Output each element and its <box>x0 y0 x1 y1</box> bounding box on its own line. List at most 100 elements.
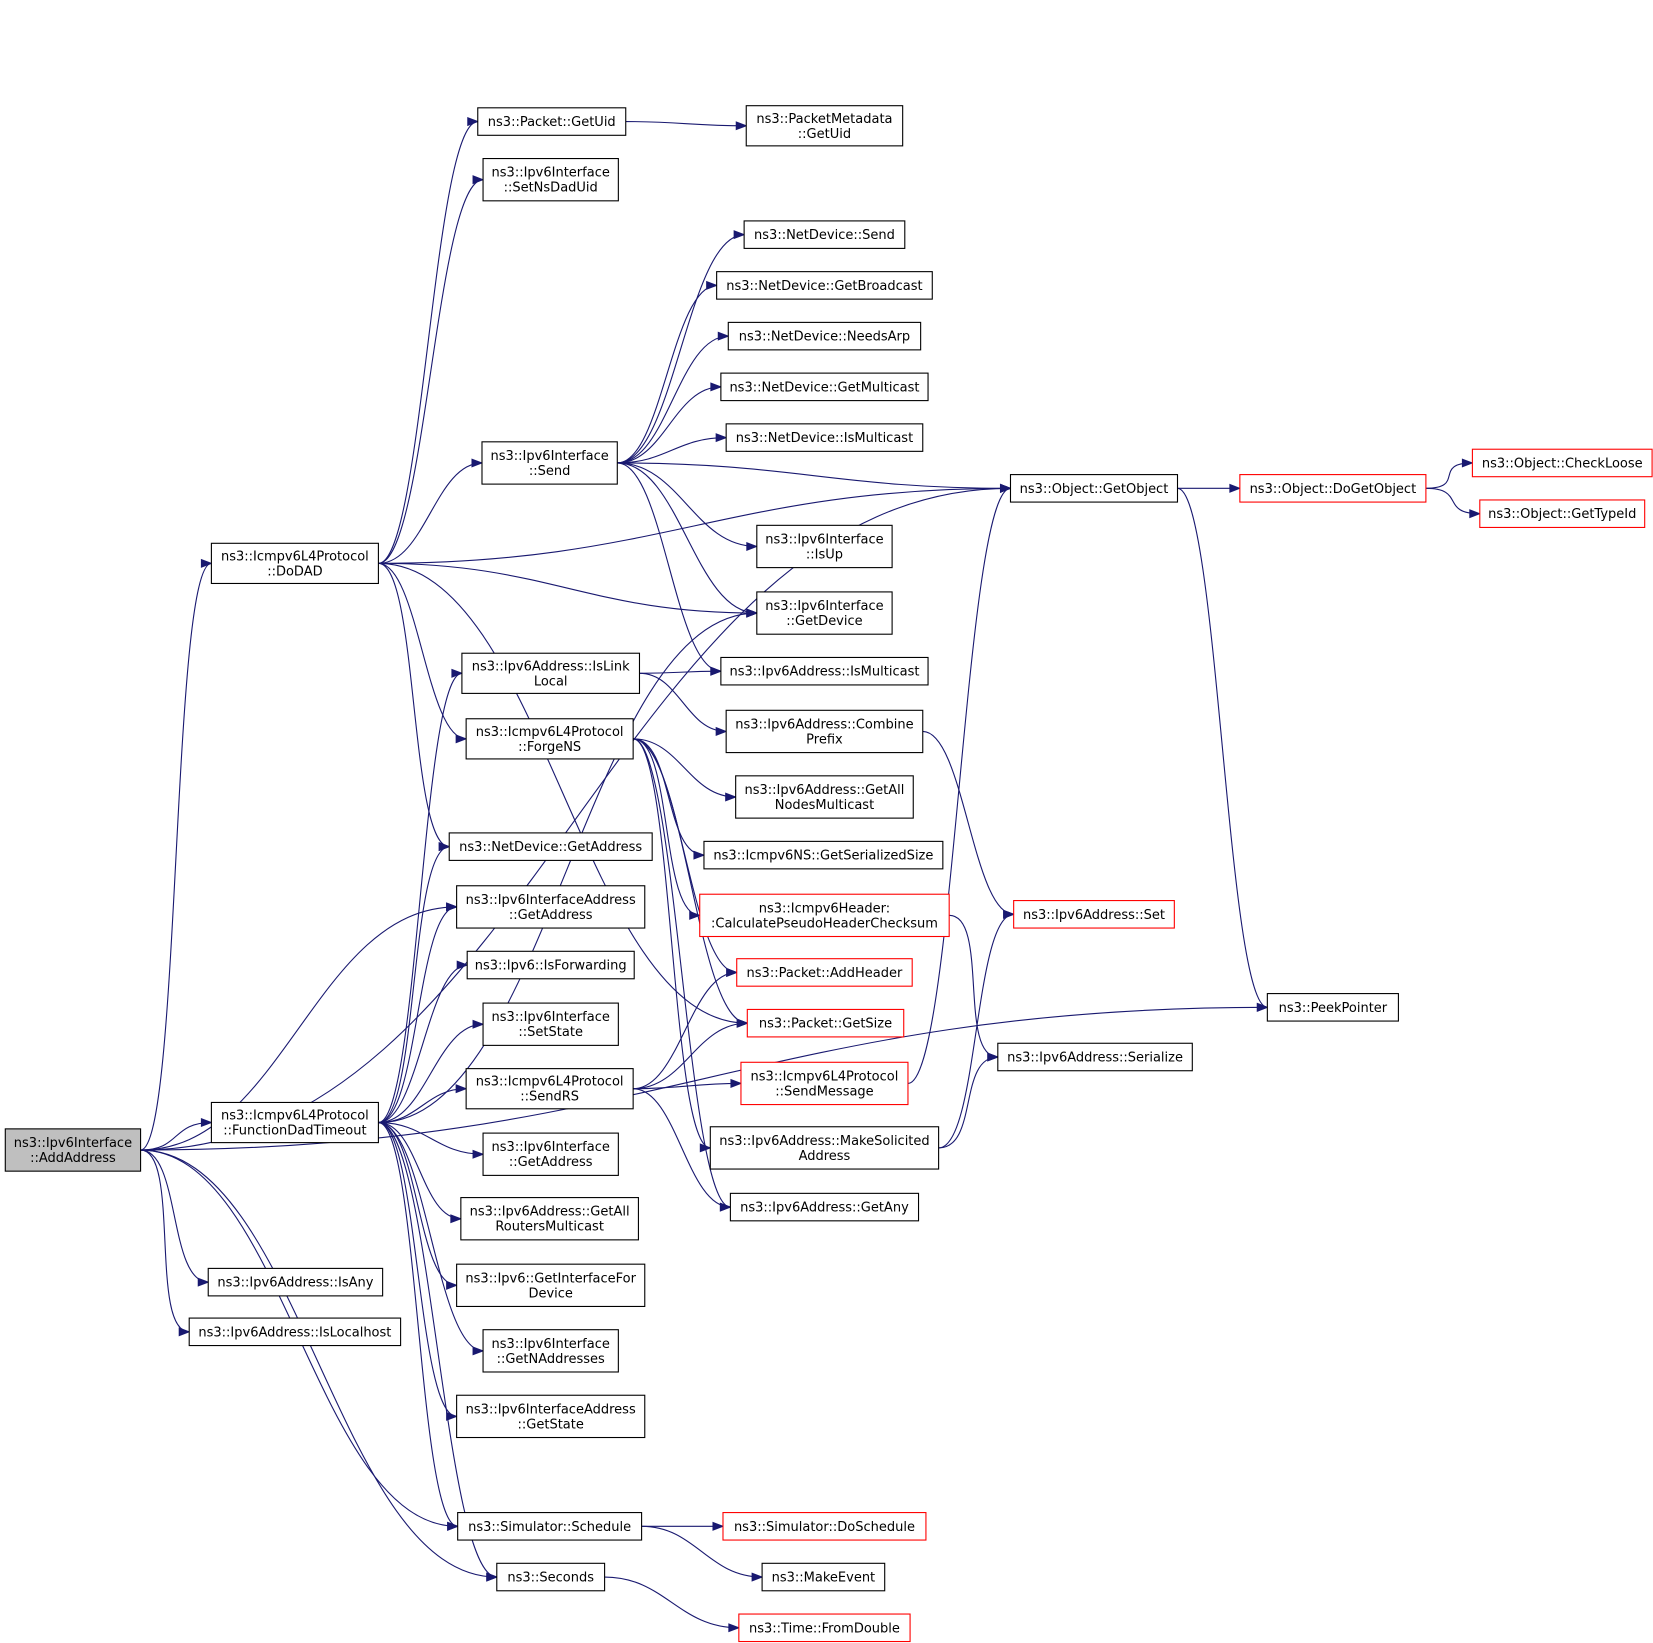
call-edge <box>378 121 478 564</box>
arrowhead <box>1256 1002 1269 1012</box>
node-ifgetaddress[interactable]: ns3::Ipv6Interface::GetAddress <box>482 1132 619 1176</box>
node-label: ns3::Ipv6Interface <box>765 532 883 547</box>
arrowhead <box>1229 483 1242 493</box>
node-addrismulticast[interactable]: ns3::Ipv6Address::IsMulticast <box>720 656 929 686</box>
node-box <box>997 1042 1193 1072</box>
node-getnaddresses[interactable]: ns3::Ipv6Interface::GetNAddresses <box>482 1329 619 1373</box>
node-addaddress[interactable]: ns3::Ipv6Interface::AddAddress <box>4 1128 142 1172</box>
node-dogetobject[interactable]: ns3::Object::DoGetObject <box>1239 474 1427 503</box>
node-addrset[interactable]: ns3::Ipv6Address::Set <box>1013 900 1175 929</box>
node-label: ns3::Ipv6::GetInterfaceFor <box>465 1271 636 1286</box>
node-ifaddrgetaddress[interactable]: ns3::Ipv6InterfaceAddress::GetAddress <box>456 885 646 929</box>
node-funcdad[interactable]: ns3::Icmpv6L4Protocol::FunctionDadTimeou… <box>210 1101 379 1144</box>
node-label: ns3::Icmpv6L4Protocol <box>751 1069 899 1084</box>
node-box <box>720 656 929 686</box>
call-edge <box>617 335 729 464</box>
node-label: ns3::Icmpv6L4Protocol <box>221 1109 369 1124</box>
node-pseudochecksum[interactable]: ns3::Icmpv6Header::CalculatePseudoHeader… <box>699 893 950 938</box>
node-getany[interactable]: ns3::Ipv6Address::GetAny <box>729 1192 920 1222</box>
node-getobject[interactable]: ns3::Object::GetObject <box>1009 474 1179 503</box>
node-pktgetsize[interactable]: ns3::Packet::GetSize <box>746 1008 905 1038</box>
node-box <box>477 107 627 136</box>
node-label: ns3::Ipv6Address::GetAll <box>470 1205 630 1220</box>
node-makeevent[interactable]: ns3::MakeEvent <box>761 1562 886 1592</box>
call-edge <box>633 738 711 1149</box>
node-ndsend[interactable]: ns3::NetDevice::Send <box>743 220 906 249</box>
node-peekpointer[interactable]: ns3::PeekPointer <box>1266 993 1399 1022</box>
call-edge <box>617 234 745 464</box>
node-label: ::SetNsDadUid <box>504 181 598 196</box>
node-label: ns3::PeekPointer <box>1279 1001 1388 1016</box>
call-edge <box>378 179 484 564</box>
node-checkloose[interactable]: ns3::Object::CheckLoose <box>1471 448 1653 478</box>
node-label: Prefix <box>806 732 843 747</box>
node-addheader[interactable]: ns3::Packet::AddHeader <box>736 958 913 987</box>
node-getdevice[interactable]: ns3::Ipv6Interface::GetDevice <box>756 591 893 635</box>
node-needsarp[interactable]: ns3::NetDevice::NeedsArp <box>727 321 922 351</box>
node-isany[interactable]: ns3::Ipv6Address::IsAny <box>207 1267 384 1297</box>
node-islocalhost[interactable]: ns3::Ipv6Address::IsLocalhost <box>188 1317 402 1347</box>
node-getstate[interactable]: ns3::Ipv6InterfaceAddress::GetState <box>456 1394 646 1439</box>
call-edge <box>633 738 731 1208</box>
node-nsserialsize[interactable]: ns3::Icmpv6NS::GetSerializedSize <box>703 840 944 870</box>
arrowhead <box>472 1346 485 1356</box>
node-ndgetaddress[interactable]: ns3::NetDevice::GetAddress <box>448 832 653 861</box>
node-dodad[interactable]: ns3::Icmpv6L4Protocol::DoDAD <box>210 542 379 585</box>
call-edge <box>617 462 757 614</box>
node-box <box>1013 900 1175 929</box>
call-edge <box>617 462 1011 489</box>
node-box <box>482 1132 619 1176</box>
node-getuid[interactable]: ns3::Packet::GetUid <box>477 107 627 136</box>
call-edge <box>1425 462 1473 489</box>
node-box <box>735 775 914 819</box>
call-edge <box>938 1056 998 1149</box>
arrowhead <box>726 967 739 977</box>
node-box <box>703 840 944 870</box>
arrowhead <box>472 175 485 185</box>
node-box <box>738 1613 911 1643</box>
node-seconds[interactable]: ns3::Seconds <box>496 1562 606 1592</box>
node-gettypeid[interactable]: ns3::Object::GetTypeId <box>1479 499 1646 528</box>
arrowhead <box>438 842 451 852</box>
call-edge <box>140 562 212 1151</box>
node-forgens[interactable]: ns3::Icmpv6L4Protocol::ForgeNS <box>465 718 634 760</box>
node-box <box>210 1101 379 1144</box>
node-box <box>756 524 893 569</box>
node-ndismulticast[interactable]: ns3::NetDevice::IsMulticast <box>725 423 924 452</box>
node-label: ns3::NetDevice::GetBroadcast <box>726 279 922 294</box>
node-pmgetuid[interactable]: ns3::PacketMetadata::GetUid <box>745 105 904 147</box>
node-schedule[interactable]: ns3::Simulator::Schedule <box>457 1512 643 1541</box>
arrowhead <box>999 483 1012 493</box>
arrowhead <box>710 382 723 392</box>
call-edge <box>378 1121 461 1220</box>
call-edge <box>639 670 721 674</box>
arrowhead <box>706 280 719 290</box>
node-label: ::DoDAD <box>267 564 322 579</box>
call-edge <box>922 730 1014 915</box>
call-edge <box>617 386 721 464</box>
node-isforwarding[interactable]: ns3::Ipv6::IsForwarding <box>466 950 635 980</box>
node-setstate[interactable]: ns3::Ipv6Interface::SetState <box>482 1002 619 1046</box>
node-box <box>465 718 634 760</box>
node-label: ns3::Packet::GetSize <box>759 1017 892 1032</box>
node-getmulticast[interactable]: ns3::NetDevice::GetMulticast <box>720 372 929 402</box>
node-label: ns3::Ipv6InterfaceAddress <box>466 1402 636 1417</box>
node-label: ns3::Icmpv6Header: <box>759 901 890 916</box>
node-sendrs[interactable]: ns3::Icmpv6L4Protocol::SendRS <box>465 1068 634 1110</box>
node-serialize[interactable]: ns3::Ipv6Address::Serialize <box>997 1042 1193 1072</box>
node-getbroadcast[interactable]: ns3::NetDevice::GetBroadcast <box>716 271 933 300</box>
node-setnsdaduid[interactable]: ns3::Ipv6Interface::SetNsDadUid <box>482 158 619 202</box>
node-isup[interactable]: ns3::Ipv6Interface::IsUp <box>756 524 893 569</box>
node-sendmessage[interactable]: ns3::Icmpv6L4Protocol::SendMessage <box>740 1061 909 1106</box>
call-edge <box>633 1082 741 1090</box>
node-fromdouble[interactable]: ns3::Time::FromDouble <box>738 1613 911 1643</box>
node-label: ns3::Icmpv6NS::GetSerializedSize <box>713 849 933 864</box>
node-ifsend[interactable]: ns3::Ipv6Interface::Send <box>481 441 618 485</box>
node-doschedule[interactable]: ns3::Simulator::DoSchedule <box>722 1512 927 1541</box>
